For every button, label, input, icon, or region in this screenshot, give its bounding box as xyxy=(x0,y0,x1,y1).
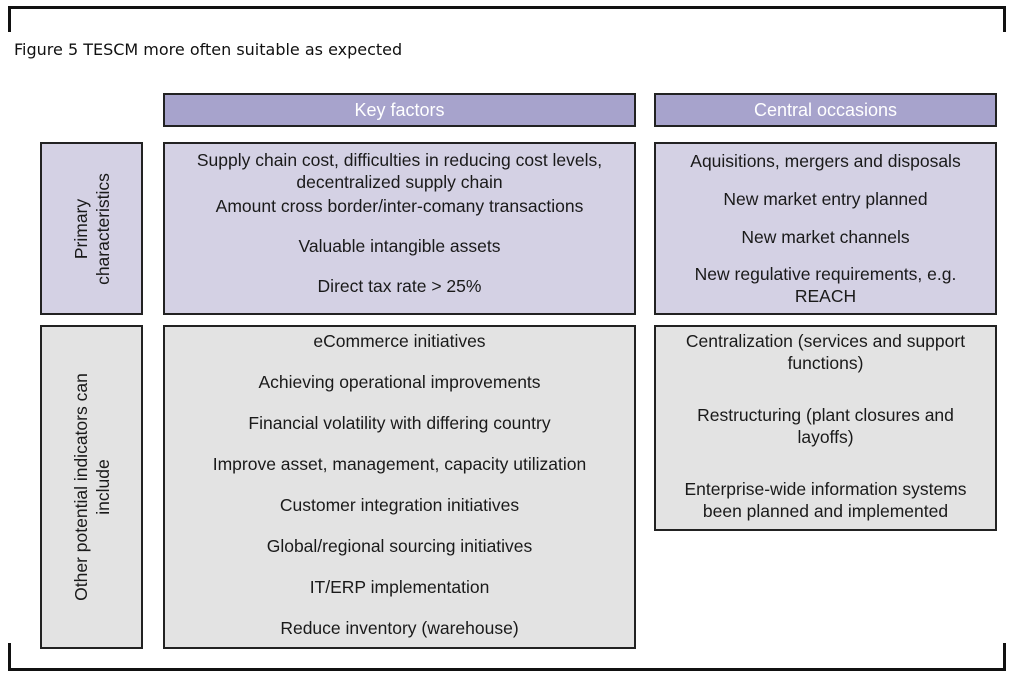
other-key-factor-item: eCommerce initiatives xyxy=(313,331,486,351)
primary-key-factors-box: Supply chain cost, difficulties in reduc… xyxy=(163,142,636,315)
primary-occasion-item: New market channels xyxy=(741,227,910,247)
header-central-occasions-label: Central occasions xyxy=(753,99,898,120)
primary-key-factor-item: Direct tax rate > 25% xyxy=(317,276,482,296)
other-key-factor-item: Reduce inventory (warehouse) xyxy=(280,618,519,638)
header-central-occasions: Central occasions xyxy=(654,93,997,127)
primary-key-factor-item: Supply chain cost, difficulties in reduc… xyxy=(196,150,603,192)
other-occasion-item: Enterprise-wide information systems been… xyxy=(684,479,967,521)
header-key-factors: Key factors xyxy=(163,93,636,127)
other-key-factor-item: Financial volatility with differing coun… xyxy=(248,413,551,433)
other-key-factors-box: eCommerce initiatives Achieving operatio… xyxy=(163,325,636,649)
primary-key-factor-item: Valuable intangible assets xyxy=(298,236,501,256)
other-occasion-item: Restructuring (plant closures and layoff… xyxy=(697,405,954,447)
header-key-factors-label: Key factors xyxy=(354,99,445,120)
primary-key-factor-item: Amount cross border/inter-comany transac… xyxy=(215,196,584,216)
row-label-other-text: Other potential indicators can include xyxy=(70,373,113,601)
other-key-factor-item: Improve asset, management, capacity util… xyxy=(212,454,587,474)
other-central-occasions-box: Centralization (services and support fun… xyxy=(654,325,997,531)
primary-central-occasions-box: Aquisitions, mergers and disposals New m… xyxy=(654,142,997,315)
row-label-primary: Primary characteristics xyxy=(40,142,143,315)
other-key-factor-item: Global/regional sourcing initiatives xyxy=(266,536,533,556)
other-occasion-item: Centralization (services and support fun… xyxy=(685,331,966,373)
primary-occasion-item: Aquisitions, mergers and disposals xyxy=(690,151,961,171)
other-key-factor-item: Achieving operational improvements xyxy=(258,372,541,392)
frame-top-bracket xyxy=(8,6,1006,32)
row-label-other: Other potential indicators can include xyxy=(40,325,143,649)
primary-occasion-item: New regulative requirements, e.g. REACH xyxy=(694,264,957,306)
primary-occasion-item: New market entry planned xyxy=(723,189,928,209)
row-label-primary-text: Primary characteristics xyxy=(70,172,113,285)
other-key-factor-item: IT/ERP implementation xyxy=(309,577,490,597)
frame-bottom-bracket xyxy=(8,643,1006,671)
other-key-factor-item: Customer integration initiatives xyxy=(279,495,520,515)
figure-title: Figure 5 TESCM more often suitable as ex… xyxy=(14,40,403,59)
